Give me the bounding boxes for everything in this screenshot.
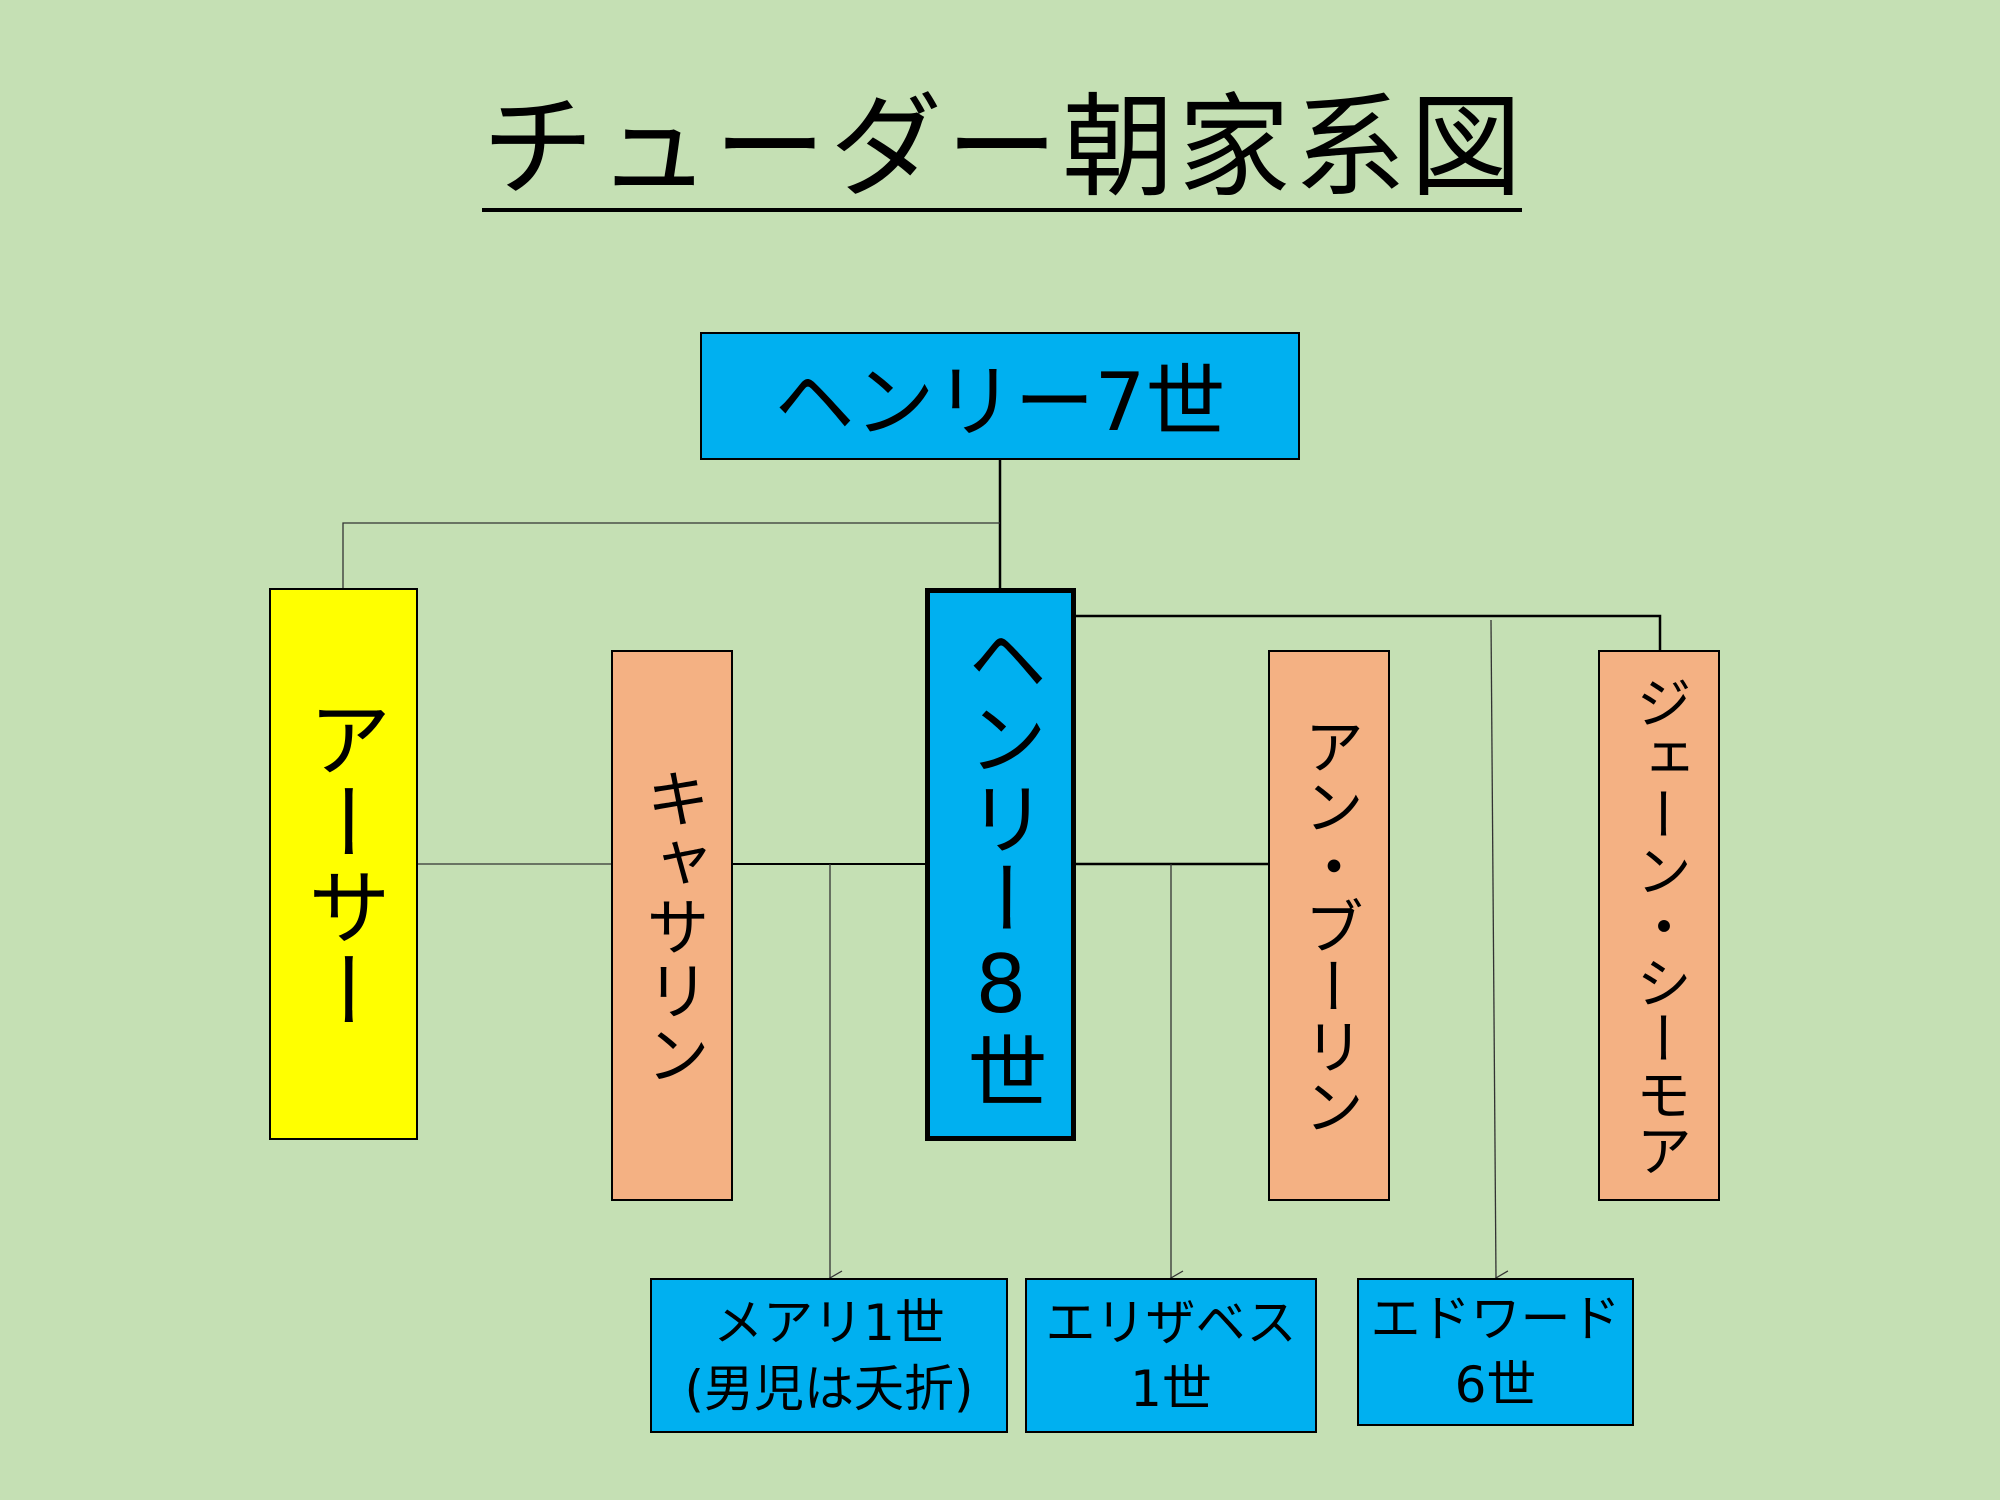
- henry8-label: ヘンリー8世: [954, 618, 1048, 1111]
- elizabeth-box: エリザベス 1世: [1025, 1278, 1317, 1433]
- page-title: チューダー朝家系図: [482, 83, 1526, 213]
- edward-box: エドワード 6世: [1357, 1278, 1634, 1426]
- elizabeth-regnal: 1世: [1130, 1359, 1212, 1418]
- anne-boleyn-label: アン・ブーリン: [1293, 715, 1364, 1136]
- edward-regnal: 6世: [1454, 1356, 1537, 1414]
- edward-name: エドワード: [1370, 1290, 1621, 1348]
- mary-note: (男児は夭折): [684, 1359, 974, 1418]
- henry7-label: ヘンリー7世: [774, 356, 1226, 449]
- henry8-box: ヘンリー8世: [925, 588, 1076, 1141]
- henry7-box: ヘンリー7世: [700, 332, 1300, 460]
- henry7-arthur-line: [342, 522, 1000, 588]
- henry8-jane-marriage-line: [1075, 614, 1662, 650]
- arthur-box: アーサー: [269, 588, 418, 1140]
- edward-descent-arrow: [1490, 619, 1509, 1286]
- anne-boleyn-box: アン・ブーリン: [1268, 650, 1390, 1201]
- catherine-box: キャサリン: [611, 650, 733, 1201]
- catherine-label: キャサリン: [635, 765, 709, 1086]
- mary-box: メアリ1世 (男児は夭折): [650, 1278, 1008, 1433]
- jane-seymour-box: ジェーン・シーモア: [1598, 650, 1720, 1201]
- arthur-label: アーサー: [294, 696, 392, 1032]
- elizabeth-name: エリザベス: [1045, 1293, 1297, 1352]
- jane-seymour-label: ジェーン・シーモア: [1626, 673, 1692, 1178]
- mary-name: メアリ1世: [713, 1293, 945, 1352]
